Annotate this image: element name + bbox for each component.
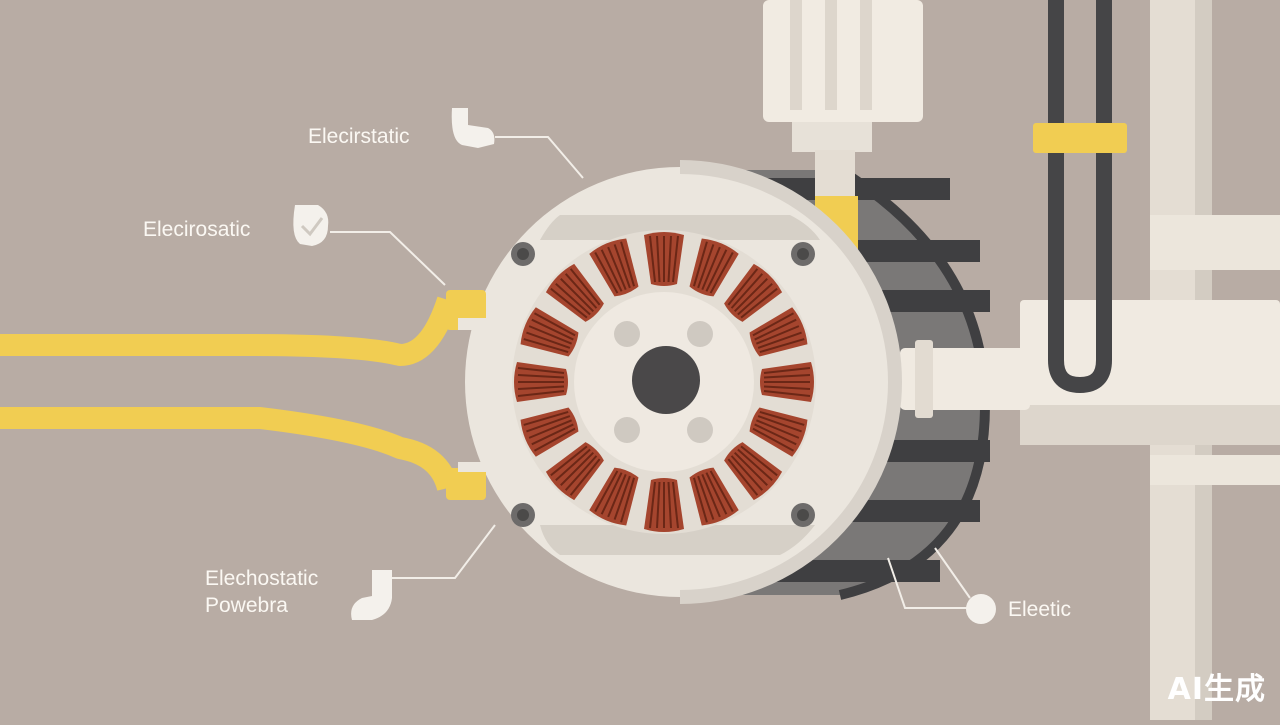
actuator-fin [825, 0, 837, 110]
winding-coil [589, 238, 639, 297]
label-top: Elecirstatic [308, 125, 410, 148]
winding-coil [644, 232, 684, 286]
label-lower-left-line1: Elechostatic [205, 567, 319, 590]
winding-coil [749, 407, 808, 457]
cursor-hand-icon [451, 108, 495, 148]
cursor-hand-icon [351, 570, 392, 620]
rotor-hole [687, 321, 713, 347]
horizontal-pipe-lower [1150, 455, 1280, 485]
winding-coil [520, 407, 579, 457]
label-lower-left-line2: Powebra [205, 594, 288, 617]
winding-coil [545, 263, 604, 322]
yellow-wire-lower [0, 407, 459, 492]
bolt [791, 242, 815, 266]
leader-line-right [887, 547, 971, 609]
winding-coil [689, 467, 739, 526]
rotor-hole [614, 417, 640, 443]
node-circle-icon [966, 594, 996, 624]
leader-line-top [495, 136, 584, 179]
winding-coil [689, 238, 739, 297]
winding-coil [724, 263, 783, 322]
actuator-fin [790, 0, 802, 110]
label-upper-left: Elecirosatic [143, 218, 251, 241]
stator-windings [514, 232, 814, 532]
bolt [511, 503, 535, 527]
top-actuator [763, 0, 923, 122]
winding-coil [644, 478, 684, 532]
leader-line-upper-left [330, 231, 446, 286]
wire-terminal-lower [446, 468, 486, 500]
terminal-tab [458, 318, 488, 330]
rotor-hole [687, 417, 713, 443]
winding-coil [589, 467, 639, 526]
shaft-stub-ring [915, 340, 933, 418]
ai-generated-watermark: AI生成 [1167, 672, 1266, 707]
winding-coil [724, 442, 783, 501]
winding-coil [520, 307, 579, 357]
actuator-rod [815, 150, 855, 198]
leader-line-lower-left [390, 524, 496, 579]
horizontal-pipe-upper [1150, 215, 1280, 270]
cable-clamp [1033, 123, 1127, 153]
actuator-fin [860, 0, 872, 110]
check-mark-icon [300, 217, 324, 237]
rotor-hole [614, 321, 640, 347]
terminal-tab [458, 462, 488, 472]
winding-coil [760, 362, 814, 402]
winding-coil [749, 307, 808, 357]
actuator-collar [792, 122, 872, 152]
winding-coil [545, 442, 604, 501]
central-shaft [632, 346, 700, 414]
bolt [511, 242, 535, 266]
cursor-hand-icon [293, 205, 329, 246]
yellow-wire-upper [0, 296, 459, 366]
label-right: Eleetic [1008, 598, 1072, 621]
connector-block-shade [1020, 405, 1280, 445]
winding-coil [514, 362, 568, 402]
bolt [791, 503, 815, 527]
cable-loop [1048, 0, 1112, 394]
